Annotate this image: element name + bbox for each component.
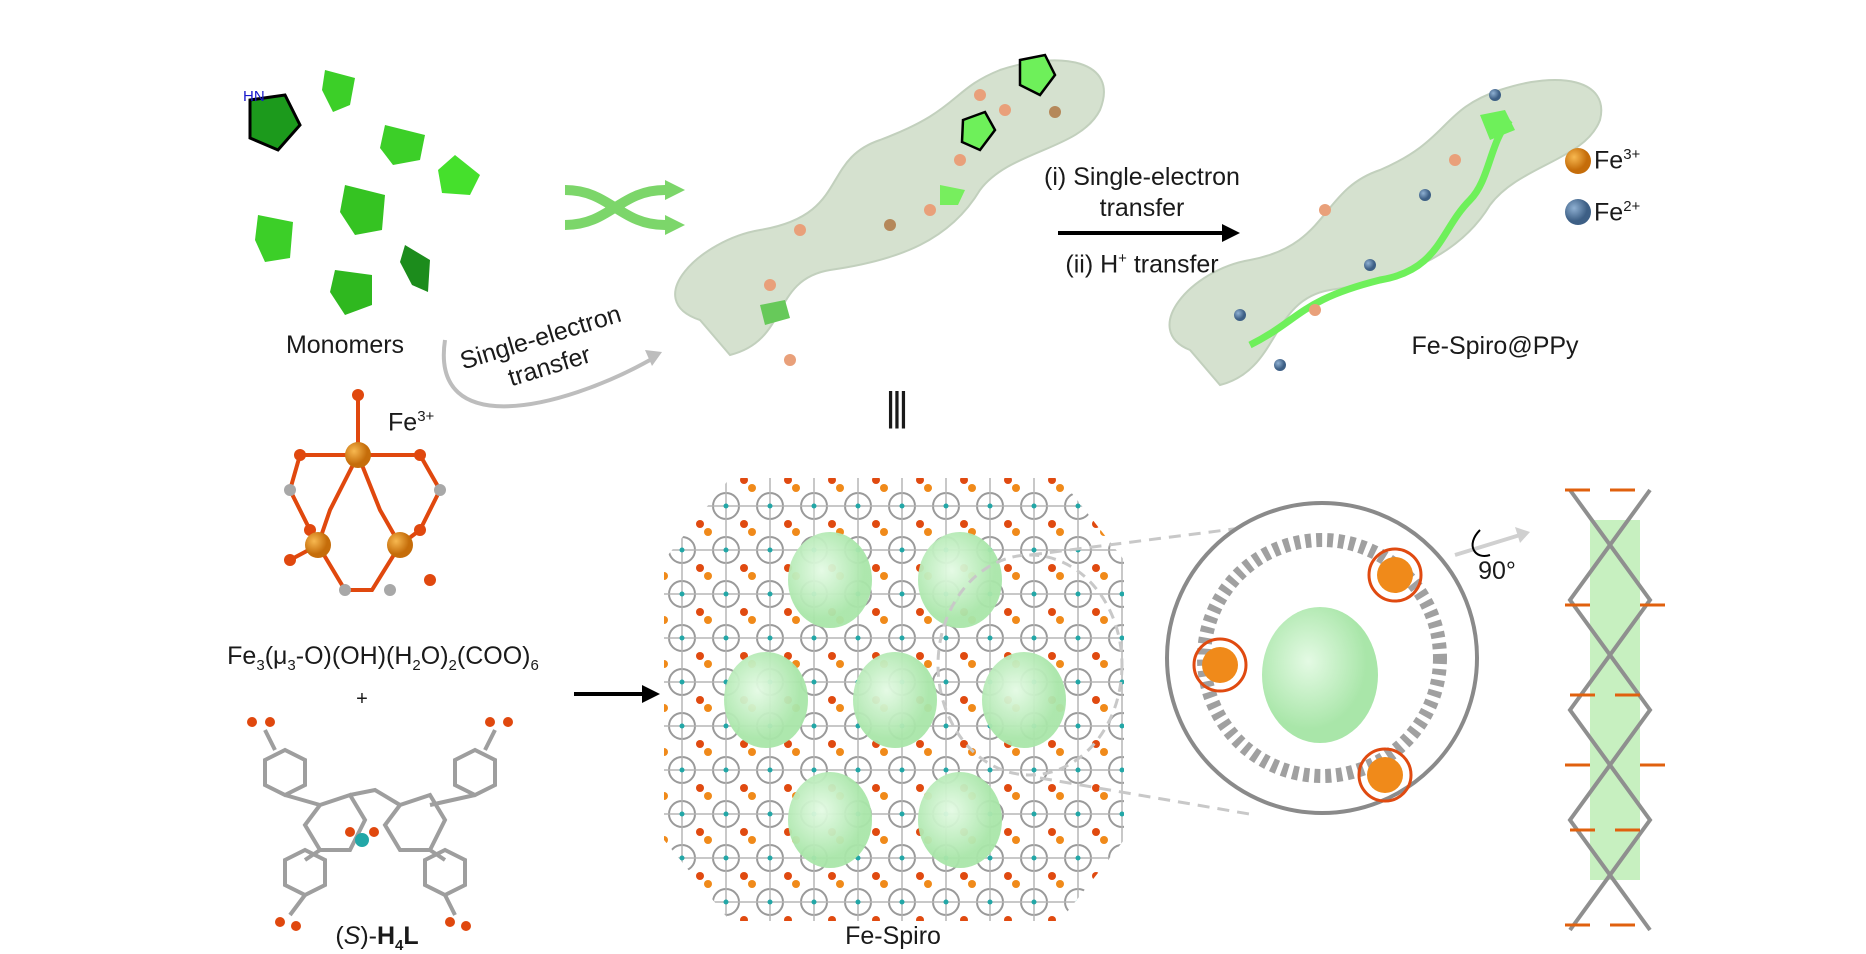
- legend-fe2: Fe2+: [1594, 198, 1640, 227]
- formula-sub: 2: [412, 657, 421, 674]
- plus-sign: +: [356, 688, 368, 710]
- pore: [724, 652, 808, 748]
- ligand-prefix: (: [335, 922, 344, 950]
- curved-arrow-head: [645, 350, 662, 366]
- ligand-italic: S: [343, 922, 361, 950]
- monomers-group: [248, 70, 480, 315]
- ligand-bold2: L: [403, 922, 419, 950]
- step1-line1: (i) Single-electron: [1044, 163, 1240, 191]
- pore: [982, 652, 1066, 748]
- monomer-pentagon: [400, 245, 430, 292]
- reaction-step1-label: (i) Single-electron transfer: [1044, 162, 1240, 224]
- formula-sub: 6: [530, 657, 539, 674]
- polymer-tube-1: [674, 53, 1105, 366]
- fe-cluster-structure: [284, 389, 446, 596]
- ligand-mid: )-: [360, 922, 377, 950]
- step1-line2: transfer: [1099, 194, 1185, 222]
- monomer-pentagon: [380, 125, 425, 165]
- framework-side-view: [1565, 488, 1665, 932]
- pore: [918, 532, 1002, 628]
- monomer-pentagon: [322, 70, 355, 112]
- rotation-label: 90°: [1478, 557, 1516, 585]
- reaction-step2-label: (ii) H+ transfer: [1065, 250, 1218, 279]
- monomer-pentagon: [438, 155, 480, 195]
- legend-fe3-charge: 3+: [1623, 146, 1641, 163]
- pore: [918, 772, 1002, 868]
- pyrrole-monomer-icon: [960, 110, 997, 152]
- formula-sub: 3: [287, 657, 296, 674]
- zoom-guide-lines: [1029, 523, 1266, 817]
- formula-part: (μ: [264, 642, 288, 670]
- equivalence-symbol: |||: [885, 385, 908, 429]
- cluster-formula: Fe3(μ3-O)(OH)(H2O)2(COO)6: [227, 642, 539, 674]
- pyrrole-monomer-icon: [1018, 53, 1057, 97]
- pyrrole-label: HN: [243, 88, 265, 105]
- legend-fe3-label: Fe: [1594, 146, 1624, 175]
- formula-part: -O)(OH)(H: [295, 642, 413, 670]
- fe2-legend-ball: [1565, 199, 1591, 225]
- cluster-ion: Fe: [388, 408, 418, 437]
- formula-part: (COO): [456, 642, 531, 670]
- pyrrole-monomer-icon: [248, 93, 302, 152]
- reaction-arrow-head: [1222, 224, 1240, 242]
- step2-suffix: transfer: [1126, 250, 1219, 279]
- monomers-label: Monomers: [285, 331, 405, 359]
- monomer-pentagon: [330, 270, 372, 315]
- cluster-charge: 3+: [417, 408, 435, 425]
- ligand-label: (S)-H4L: [335, 922, 418, 954]
- mixing-arrows-icon: [564, 180, 685, 235]
- fe3-legend-ball: [1565, 148, 1591, 174]
- pore-zoom-view: [1165, 501, 1479, 815]
- step2-sup: +: [1118, 250, 1127, 267]
- framework-label: Fe-Spiro: [845, 922, 941, 950]
- ligand-sub: 4: [395, 937, 404, 954]
- formula-sub: 3: [256, 657, 265, 674]
- formula-part: O): [420, 642, 449, 670]
- curved-arrow: [441, 339, 651, 409]
- formula-part: Fe: [227, 642, 257, 670]
- pore: [788, 532, 872, 628]
- legend-fe2-charge: 2+: [1623, 198, 1641, 215]
- monomer-pentagon: [255, 215, 293, 262]
- fe-spiro-framework: [664, 478, 1124, 921]
- monomer-pentagon: [340, 185, 385, 235]
- ligand-structure: [247, 717, 513, 931]
- rotate-90-icon: [1454, 527, 1530, 557]
- product-label: Fe-Spiro@PPy: [1411, 332, 1579, 360]
- formula-sub: 2: [448, 657, 457, 674]
- pore: [853, 652, 937, 748]
- legend-fe2-label: Fe: [1594, 198, 1624, 227]
- cluster-ion-label: Fe3+: [388, 408, 434, 437]
- ligand-bold: H: [376, 922, 396, 950]
- legend-fe3: Fe3+: [1594, 146, 1640, 175]
- step2-prefix: (ii) H: [1065, 250, 1119, 279]
- synthesis-arrow-head: [642, 685, 660, 703]
- pore: [788, 772, 872, 868]
- polymer-tube-2: [1168, 79, 1603, 387]
